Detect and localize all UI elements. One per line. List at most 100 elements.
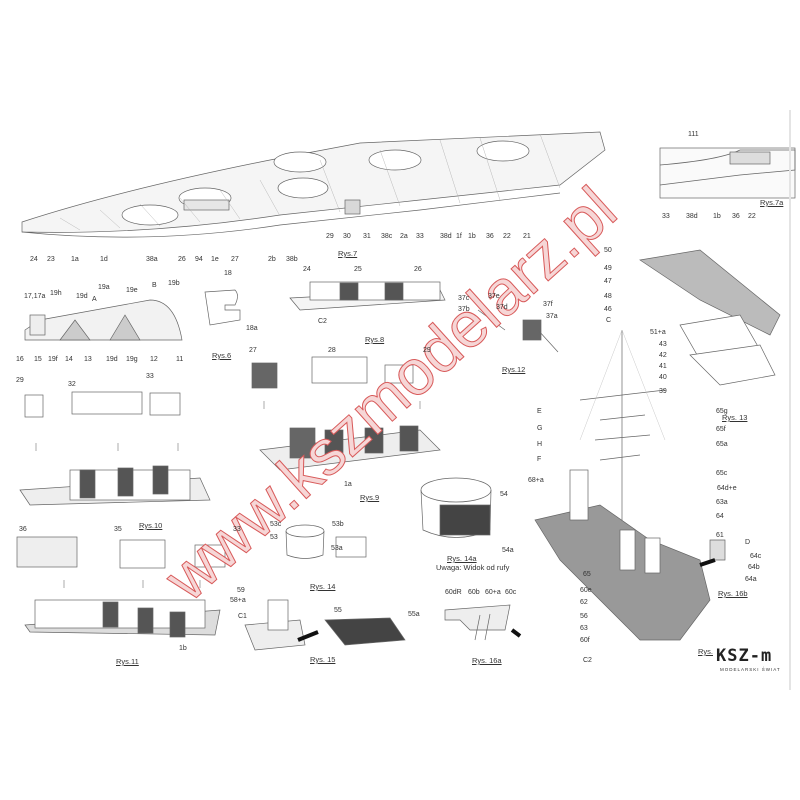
rys15-drawing <box>244 599 406 651</box>
part-label: 53a <box>331 545 343 552</box>
part-label: 19b <box>168 280 180 287</box>
part-label: 63a <box>716 499 728 506</box>
ksz-logo-subtitle: MODELARSKI ŚWIAT <box>720 667 781 672</box>
part-label: 28 <box>328 347 336 354</box>
part-label: 48 <box>604 293 612 300</box>
figure-caption-rys16a: Rys. 16a <box>472 656 502 665</box>
part-label: 22 <box>748 213 756 220</box>
figure-caption-rys14: Rys. 14 <box>310 582 336 591</box>
part-label: 18a <box>246 325 258 332</box>
hull-deck-drawing <box>21 131 606 238</box>
figure-caption-rys8: Rys.8 <box>365 335 385 344</box>
part-label: 64d+e <box>717 485 737 492</box>
part-label: 29 <box>326 233 334 240</box>
rys8-drawing <box>289 281 446 311</box>
part-label: 21 <box>523 233 531 240</box>
figure-caption-rys12: Rys.12 <box>502 365 526 374</box>
figure-caption-rys7: Rys.7 <box>338 249 358 258</box>
part-label: 37b <box>458 306 470 313</box>
part-label: 29 <box>423 347 431 354</box>
figure-caption-rys15: Rys. 15 <box>310 655 336 664</box>
part-label: C2 <box>318 318 327 325</box>
part-label: 13 <box>84 356 92 363</box>
figure-caption-rys11: Rys.11 <box>116 657 139 666</box>
part-label: 60dR <box>445 589 462 596</box>
part-label: 24 <box>30 256 38 263</box>
part-label: 37f <box>543 301 553 308</box>
part-label: 11 <box>176 356 184 363</box>
figure-caption-rys14a: Rys. 14a <box>447 554 477 563</box>
part-label: 27 <box>231 256 239 263</box>
part-label: 47 <box>604 278 612 285</box>
part-label: 40 <box>659 374 667 381</box>
figure-caption-rys10: Rys.10 <box>139 521 163 530</box>
part-label: 64b <box>748 564 760 571</box>
part-label: 36 <box>732 213 740 220</box>
part-label: 26 <box>178 256 186 263</box>
part-label: F <box>537 456 542 463</box>
part-label: C2 <box>583 657 592 664</box>
ksz-logo: KSZ-m <box>716 646 773 666</box>
part-label: 62 <box>580 599 588 606</box>
part-label: 12 <box>150 356 158 363</box>
rys11-drawing <box>16 536 226 638</box>
part-label: 15 <box>34 356 42 363</box>
forecastle-drawing <box>24 299 183 341</box>
part-label: 1b <box>179 645 187 652</box>
part-label: C <box>606 317 612 324</box>
figure-caption-rys7a: Rys.7a <box>760 198 784 207</box>
part-label: 33 <box>416 233 424 240</box>
part-label: 22 <box>503 233 511 240</box>
part-label: 37a <box>546 313 558 320</box>
part-label: 33 <box>146 373 154 380</box>
part-label: 19e <box>126 287 138 294</box>
part-label: 63 <box>580 625 588 632</box>
figure-note-rys14a: Uwaga: Widok od rufy <box>436 563 510 572</box>
part-label: 64a <box>745 576 757 583</box>
part-label: 53 <box>270 534 278 541</box>
part-label: 38a <box>146 256 158 263</box>
part-label: 1f <box>456 233 462 240</box>
part-label: 37e <box>488 293 500 300</box>
part-label: 35 <box>114 526 122 533</box>
part-label: 37d <box>496 304 508 311</box>
part-label: 53c <box>270 521 282 528</box>
part-label: 32 <box>68 381 76 388</box>
part-label: 33 <box>233 526 241 533</box>
part-label: 65f <box>716 426 726 433</box>
part-label: 38c <box>381 233 393 240</box>
part-label: 60f <box>580 637 590 644</box>
part-label: 65 <box>583 571 591 578</box>
part-label: B <box>152 282 157 289</box>
part-label: G <box>537 425 543 432</box>
part-label: 111 <box>688 131 699 138</box>
part-label: D <box>745 539 751 546</box>
part-label: 23 <box>47 256 55 263</box>
part-label: C1 <box>238 613 247 620</box>
part-label: 43 <box>659 341 667 348</box>
figure-caption-rys_end: Rys. <box>698 647 713 656</box>
part-label: 68+a <box>528 477 544 484</box>
rys10-drawing <box>19 391 211 506</box>
part-label: A <box>92 296 97 303</box>
rys12-drawing <box>477 309 559 353</box>
part-label: 50 <box>604 247 612 254</box>
figure-caption-rys6: Rys.6 <box>212 351 232 360</box>
part-label: 39 <box>659 388 667 395</box>
part-label: 64c <box>750 553 762 560</box>
part-label: 2b <box>268 256 276 263</box>
part-label: 56 <box>580 613 588 620</box>
rys16a-drawing <box>444 604 522 641</box>
part-label: 60+a <box>485 589 501 596</box>
part-label: 64 <box>716 513 724 520</box>
part-label: 49 <box>604 265 612 272</box>
part-label: 54a <box>502 547 514 554</box>
part-label: 1e <box>211 256 219 263</box>
part-label: 36 <box>486 233 494 240</box>
part-label: 54 <box>500 491 508 498</box>
rys9-drawing <box>251 356 441 471</box>
part-label: H <box>537 441 543 448</box>
part-label: E <box>537 408 542 415</box>
part-label: 1a <box>344 481 352 488</box>
